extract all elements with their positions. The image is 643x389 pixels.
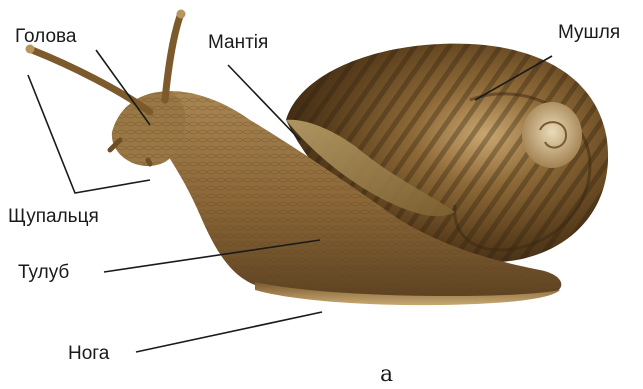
label-shell: Мушля (558, 23, 620, 42)
label-foot: Нога (68, 344, 109, 363)
foot-leader-line (136, 312, 322, 352)
label-tentacles: Щупальця (8, 207, 99, 226)
label-body: Тулуб (18, 263, 69, 282)
figure-caption: а (380, 364, 393, 386)
label-head: Голова (15, 27, 76, 46)
label-mantle: Мантія (208, 33, 268, 52)
